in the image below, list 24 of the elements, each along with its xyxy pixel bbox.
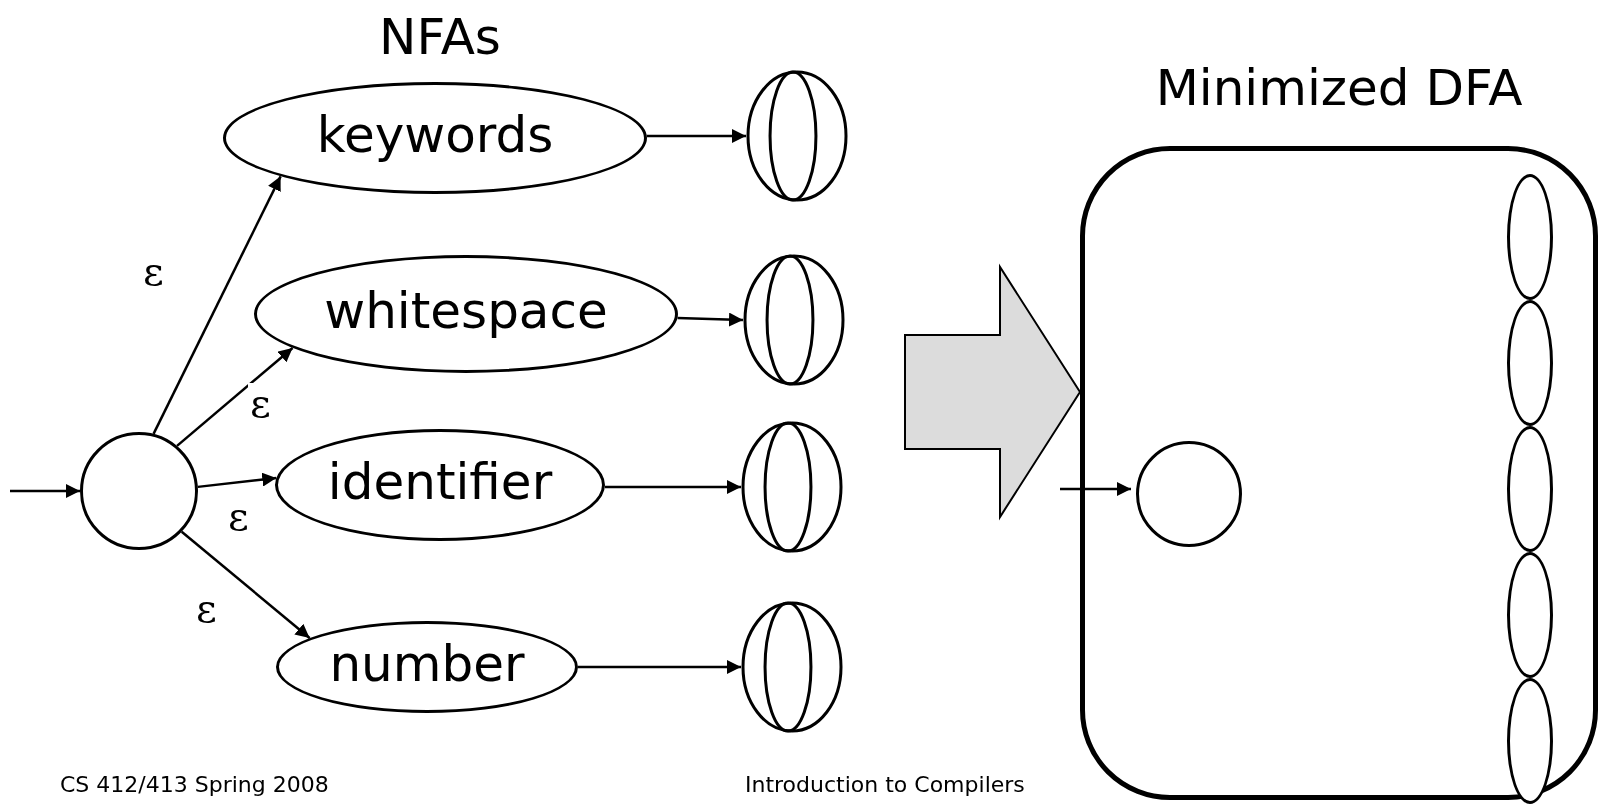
arrow	[646, 129, 746, 143]
state-label: number	[329, 639, 525, 695]
arrow	[152, 175, 282, 435]
arrow	[677, 312, 744, 327]
accept-state	[741, 421, 843, 553]
arrow	[578, 660, 741, 674]
block-arrow	[904, 263, 1082, 521]
arrow	[176, 346, 294, 447]
state-label: keywords	[316, 110, 554, 166]
heading: Minimized DFA	[1154, 58, 1524, 119]
arrow	[180, 530, 311, 640]
state-label: whitespace	[324, 286, 608, 342]
footer-text: CS 412/413 Spring 2008	[60, 771, 329, 799]
arrow	[197, 472, 277, 489]
arrow	[604, 480, 741, 494]
accept-state	[746, 70, 848, 202]
arrow	[1060, 482, 1131, 496]
group-heading: NFAs	[378, 7, 502, 68]
footer-text: Introduction to Compilers	[745, 771, 1025, 799]
accept-state	[743, 254, 845, 386]
final-state	[1507, 678, 1553, 804]
accept-state	[741, 601, 843, 733]
arrow	[10, 484, 80, 498]
state-label: identifier	[327, 457, 553, 513]
